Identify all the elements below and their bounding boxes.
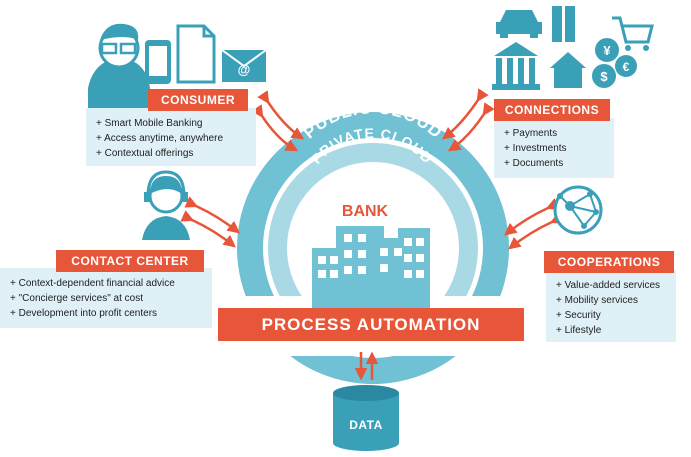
- connections-arrows: [442, 88, 495, 152]
- bank-columns-icon: [492, 42, 540, 90]
- smartphone-icon: [145, 40, 171, 84]
- database-icon: [333, 385, 399, 451]
- connections-label: CONNECTIONS: [494, 99, 610, 121]
- euro-coin-icon: [615, 55, 637, 77]
- euro-symbol: €: [623, 60, 630, 74]
- headset-agent-icon: [142, 170, 190, 240]
- contact-center-label: CONTACT CENTER: [56, 250, 204, 272]
- list-item: + "Concierge services" at cost: [10, 293, 143, 304]
- binders-icon: [552, 6, 575, 42]
- list-item: + Development into profit centers: [10, 308, 158, 319]
- consumer-arrows: [251, 90, 305, 152]
- consumer-panel: + Smart Mobile Banking + Access anytime,…: [86, 108, 256, 166]
- house-icon: [550, 52, 586, 88]
- data-label: DATA: [349, 418, 383, 432]
- consumer-person-icon: [88, 23, 150, 112]
- contact-center-arrows: [180, 196, 240, 248]
- list-item: + Contextual offerings: [96, 148, 194, 159]
- cooperations-panel: + Value-added services + Mobility servic…: [546, 270, 676, 342]
- list-item: + Mobility services: [556, 295, 638, 306]
- bank-label: BANK: [341, 203, 389, 220]
- list-item: + Documents: [504, 158, 564, 169]
- contact-center-panel: + Context-dependent financial advice + "…: [0, 268, 212, 328]
- dollar-symbol: $: [600, 69, 608, 84]
- connections-panel: + Payments + Investments + Documents: [494, 118, 614, 178]
- list-item: + Access anytime, anywhere: [96, 133, 224, 144]
- dollar-coin-icon: [592, 64, 616, 88]
- data-exchange-arrows: [354, 351, 379, 381]
- cooperations-label: COOPERATIONS: [544, 251, 674, 273]
- process-automation-bar: PROCESS AUTOMATION: [218, 308, 524, 341]
- email-icon: @: [221, 49, 267, 82]
- list-item: + Investments: [504, 143, 567, 154]
- car-icon: [496, 10, 542, 38]
- list-item: + Context-dependent financial advice: [10, 278, 175, 289]
- yen-coin-icon: [595, 38, 619, 62]
- list-item: + Lifestyle: [556, 325, 602, 336]
- network-globe-icon: [553, 185, 603, 235]
- cooperations-arrows: [504, 198, 564, 250]
- consumer-label: CONSUMER: [148, 89, 248, 111]
- list-item: + Smart Mobile Banking: [96, 118, 203, 129]
- list-item: + Payments: [504, 128, 558, 139]
- yen-symbol: ¥: [603, 43, 611, 58]
- shopping-cart-icon: [612, 16, 654, 51]
- list-item: + Value-added services: [556, 280, 661, 291]
- document-icon: [176, 24, 216, 84]
- svg-text:@: @: [238, 62, 251, 77]
- list-item: + Security: [556, 310, 601, 321]
